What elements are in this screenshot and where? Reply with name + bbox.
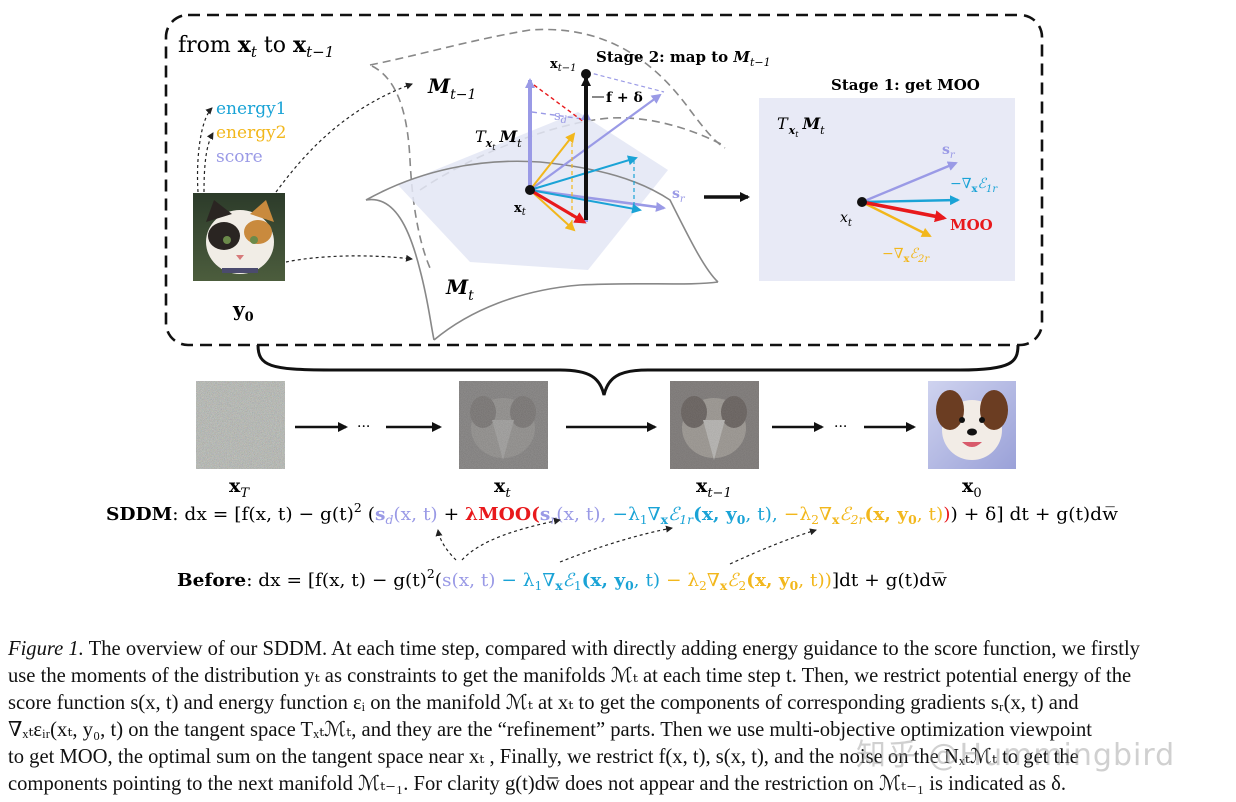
chain-label-x0: x0 xyxy=(962,475,982,501)
tangent-label: TxtMt xyxy=(475,127,522,152)
label-sd: sd xyxy=(554,109,567,126)
stage1-moo-label: MOO xyxy=(950,216,993,234)
manifold-prev xyxy=(369,28,726,149)
stage1-moo xyxy=(861,200,947,223)
caption-line-1: Figure 1. The overview of our SDDM. At e… xyxy=(8,638,1140,660)
vector-cyan-1 xyxy=(529,155,638,191)
cat-photo xyxy=(193,193,285,281)
legend-score: score xyxy=(216,147,263,167)
label-sr-inner: sr xyxy=(672,186,686,205)
label-xt-inner: xt xyxy=(514,201,527,218)
stage1-grad2-label: −∇xℰ2r xyxy=(882,246,930,265)
chain-dots-1: ··· xyxy=(357,419,370,435)
stage1-panel xyxy=(759,98,1015,281)
caption-line-4: ∇ₓₜεᵢᵣ(xₜ, y₀, t) on the tangent space T… xyxy=(8,719,1093,741)
stage1-grad2 xyxy=(861,200,932,238)
label-xt-1: xt−1 xyxy=(550,57,577,74)
vector-yellow-1 xyxy=(529,132,576,191)
cat-arrow-up xyxy=(275,82,413,193)
box-title: from xt to xt−1 xyxy=(178,32,334,61)
stage1-label: Stage 1: get MOO xyxy=(831,76,980,94)
dog-noisy-xt xyxy=(459,381,548,469)
process-box xyxy=(164,13,1044,347)
dashed-red xyxy=(533,84,585,123)
caption-line-3: score function s(x, t) and energy functi… xyxy=(8,692,1079,714)
chain-dots-2: ··· xyxy=(834,419,847,435)
manifold-t-left xyxy=(365,198,435,341)
legend-energy2: energy2 xyxy=(216,123,287,143)
manifold-t-bottom xyxy=(433,281,719,341)
caption-line-6: components pointing to the next manifold… xyxy=(8,773,1066,795)
point-xt-1 xyxy=(581,69,591,79)
point-xt xyxy=(525,185,535,195)
vector-yellow-2 xyxy=(529,189,576,232)
cat-label: y0 xyxy=(232,297,254,325)
eq-arrow-1 xyxy=(435,529,457,561)
stage1-xt-label: xt xyxy=(840,210,853,229)
eq-arrow-2 xyxy=(461,517,561,561)
equation-before: Before: dx = [f(x, t) − g(t)2(s(x, t) − … xyxy=(177,567,948,593)
stage1-sr xyxy=(861,161,958,204)
stage1-grad1-label: −∇xℰ1r xyxy=(950,176,998,195)
dog-noisy-xt-1 xyxy=(670,381,759,469)
manifold-t-label: Mt xyxy=(445,275,474,304)
chain-label-xt-1: xt−1 xyxy=(696,475,732,501)
eq-arrow-3 xyxy=(559,525,673,563)
legend-energy1: energy1 xyxy=(216,99,287,119)
legend-arrow-1 xyxy=(196,107,213,193)
stage1-sr-label: sr xyxy=(942,142,956,161)
manifold-prev-left xyxy=(371,65,431,269)
eq-arrow-4 xyxy=(729,528,817,565)
chain-label-xT: xT xyxy=(229,475,250,501)
dog-photo xyxy=(928,381,1016,469)
label-f-delta: f + δ xyxy=(606,90,643,106)
noise-image xyxy=(196,381,285,469)
curly-brace xyxy=(256,344,1020,396)
figure-diagram: from xt to xt−1 energy1 energy2 score y0… xyxy=(106,13,1119,593)
vector-moo-inner xyxy=(529,188,587,224)
caption-lead: Figure 1. xyxy=(8,638,84,660)
equation-sddm: SDDM: dx = [f(x, t) − g(t)2 (sd(x, t) + … xyxy=(106,501,1119,527)
cat-arrow-right xyxy=(285,254,413,263)
stage1-tangent: TxtMt xyxy=(777,114,825,139)
manifold-prev-label: Mt−1 xyxy=(427,74,476,103)
legend-arrow-2 xyxy=(203,132,214,193)
chain-label-xt: xt xyxy=(494,475,511,501)
dashed-top xyxy=(586,71,665,93)
manifold-prev-lower xyxy=(419,116,726,191)
stage1-grad1 xyxy=(861,195,960,206)
stage1-xt-point xyxy=(857,197,867,207)
figure-caption: Figure 1. The overview of our SDDM. At e… xyxy=(8,636,1230,798)
caption-line-5: to get MOO, the optimal sum on the tange… xyxy=(8,746,1079,768)
vector-purple-diag xyxy=(529,93,662,191)
caption-line-2: use the moments of the distribution yₜ a… xyxy=(8,665,1132,687)
stage2-label: Stage 2: map to Mt−1 xyxy=(596,48,771,69)
